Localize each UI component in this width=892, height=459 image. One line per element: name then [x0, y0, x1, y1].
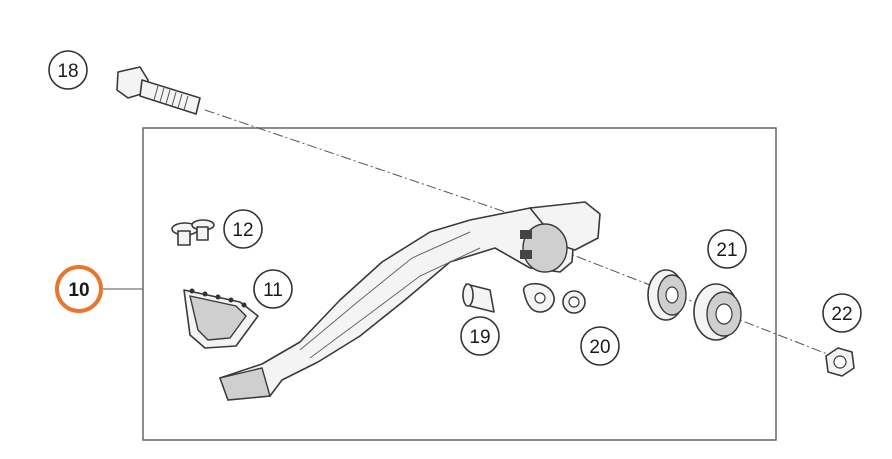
- callout-19-label: 19: [469, 327, 490, 348]
- callout-20[interactable]: 20: [580, 326, 620, 366]
- callout-12[interactable]: 12: [223, 209, 263, 249]
- axis-bolt-18: [204, 109, 536, 223]
- callout-11[interactable]: 11: [253, 269, 293, 309]
- callout-21[interactable]: 21: [707, 229, 747, 269]
- part-18-bolt: [116, 66, 201, 115]
- callout-21-label: 21: [716, 240, 737, 261]
- callout-10[interactable]: 10: [55, 265, 103, 313]
- callout-19[interactable]: 19: [460, 316, 500, 356]
- part-11-pedal-tip: [183, 288, 259, 349]
- callout-22[interactable]: 22: [822, 293, 862, 333]
- callout-12-label: 12: [232, 220, 253, 241]
- callout-20-label: 20: [589, 337, 610, 358]
- part-22-nut: [825, 347, 855, 377]
- part-21-bearings: [647, 269, 742, 341]
- callout-10-label: 10: [68, 280, 89, 301]
- callout-18-label: 18: [57, 61, 78, 82]
- callout-22-label: 22: [831, 304, 852, 325]
- callout-11-label: 11: [263, 280, 283, 301]
- part-20-washer: [562, 290, 586, 314]
- callout-18[interactable]: 18: [48, 50, 88, 90]
- part-10-brake-pedal: [219, 201, 601, 401]
- part-12-screws: [171, 219, 215, 246]
- part-19-pin: [462, 282, 555, 313]
- assembly-frame: [142, 127, 777, 441]
